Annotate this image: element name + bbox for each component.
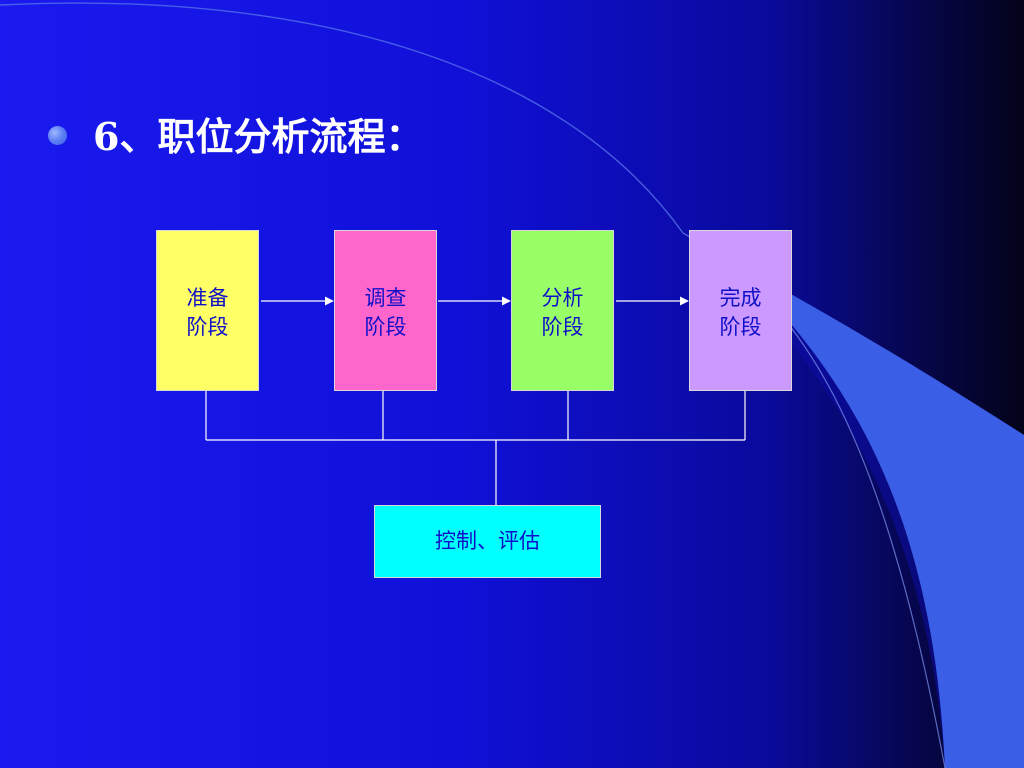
- bullet-icon: [48, 126, 67, 145]
- stage-box-complete: 完成 阶段: [689, 230, 792, 391]
- stage-box-survey: 调查 阶段: [334, 230, 437, 391]
- control-evaluation-box: 控制、评估: [374, 505, 601, 578]
- slide-title: 6、职位分析流程：: [93, 114, 424, 159]
- stage-box-prepare: 准备 阶段: [156, 230, 259, 391]
- stage-box-analysis: 分析 阶段: [511, 230, 614, 391]
